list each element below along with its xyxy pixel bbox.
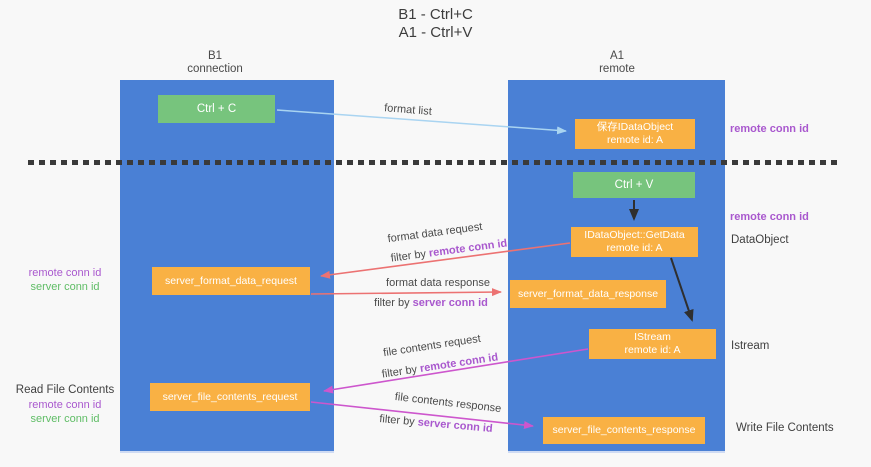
column-header-b1: B1 connection	[145, 50, 285, 76]
idataobject-getdata-node: IDataObject::GetData remote id: A	[571, 227, 698, 257]
column-b1-subtitle: connection	[187, 63, 243, 75]
column-b1-name: B1	[207, 50, 223, 62]
ctrl-v-label: Ctrl + V	[614, 178, 654, 191]
ctrl-c-node: Ctrl + C	[158, 95, 275, 123]
right-write-file-contents-label: Write File Contents	[736, 422, 834, 434]
format-list-arrow-label: format list	[383, 102, 433, 118]
filter-key-remote: remote conn id	[428, 237, 508, 260]
istream-line2: remote id: A	[624, 344, 681, 356]
server-format-data-request-node: server_format_data_request	[152, 267, 310, 295]
server-format-data-response-node: server_format_data_response	[510, 280, 666, 308]
filter-prefix: filter by	[381, 363, 421, 381]
filter-by-server-conn-id-label-1: filter by server conn id	[374, 297, 488, 309]
left-server-conn-id-1: server conn id	[30, 281, 100, 293]
file-contents-response-arrow-label: file contents response	[394, 390, 502, 416]
filter-prefix: filter by	[378, 413, 419, 429]
left-conn-id-pair: remote conn id server conn id	[15, 266, 115, 294]
server-file-contents-response-label: server_file_contents_response	[552, 424, 696, 436]
left-server-conn-id-2: server conn id	[30, 413, 100, 425]
right-dataobject-label: DataObject	[731, 234, 789, 246]
right-remote-conn-id-mid: remote conn id	[730, 211, 809, 223]
column-a1-subtitle: remote	[599, 63, 635, 75]
filter-by-server-conn-id-label-2: filter by server conn id	[379, 413, 493, 435]
server-format-data-response-label: server_format_data_response	[517, 287, 659, 300]
server-format-data-request-label: server_format_data_request	[165, 274, 297, 287]
column-header-a1: A1 remote	[547, 50, 687, 76]
left-remote-conn-id-1: remote conn id	[28, 267, 102, 279]
left-read-file-contents-label: Read File Contents	[15, 384, 115, 396]
filter-prefix: filter by	[390, 247, 430, 265]
phase-separator-dashed-line	[28, 160, 840, 165]
ctrl-c-label: Ctrl + C	[196, 102, 237, 115]
right-remote-conn-id-top: remote conn id	[730, 123, 809, 135]
filter-key-remote: remote conn id	[419, 351, 499, 375]
title-line-1: B1 - Ctrl+C	[398, 6, 473, 23]
filter-prefix: filter by	[374, 297, 413, 309]
arrow-format-data-response	[310, 288, 502, 297]
istream-line1: IStream	[634, 331, 671, 343]
server-file-contents-response-node: server_file_contents_response	[543, 417, 705, 444]
right-istream-label: Istream	[731, 340, 770, 352]
filter-key-server: server conn id	[417, 416, 494, 435]
column-a1-name: A1	[609, 50, 625, 62]
save-idataobject-line2: remote id: A	[606, 134, 664, 146]
istream-node: IStream remote id: A	[589, 329, 716, 359]
server-file-contents-request-node: server_file_contents_request	[150, 383, 310, 411]
left-read-file-contents-block: Read File Contents remote conn id server…	[10, 383, 120, 426]
save-idataobject-line1: 保存IDataObject	[596, 121, 674, 133]
server-file-contents-request-label: server_file_contents_request	[162, 390, 298, 403]
left-remote-conn-id-2: remote conn id	[28, 399, 102, 411]
idataobject-getdata-line1: IDataObject::GetData	[584, 229, 685, 241]
format-data-response-arrow-label: format data response	[386, 277, 490, 289]
idataobject-getdata-line2: remote id: A	[606, 242, 663, 254]
save-idataobject-node: 保存IDataObject remote id: A	[575, 119, 695, 149]
title-line-2: A1 - Ctrl+V	[398, 24, 473, 41]
ctrl-v-node: Ctrl + V	[573, 172, 695, 198]
filter-key-server: server conn id	[412, 297, 488, 309]
diagram-title: B1 - Ctrl+C A1 - Ctrl+V	[0, 6, 871, 42]
